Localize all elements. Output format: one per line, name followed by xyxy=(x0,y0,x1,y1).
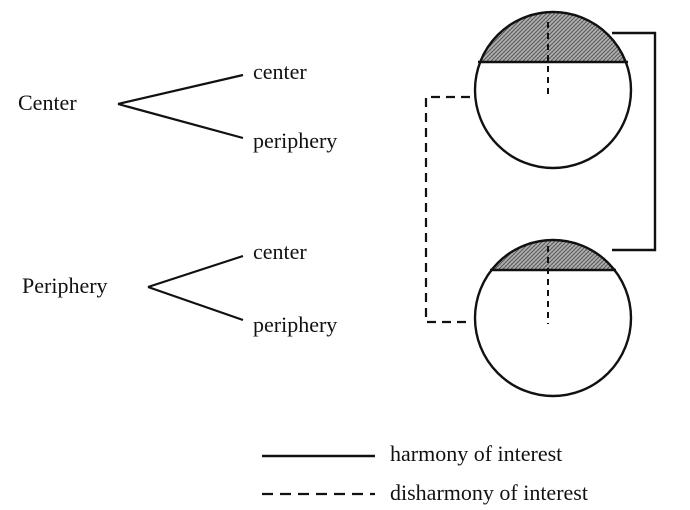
bottom-circle-group xyxy=(473,238,633,398)
top-circle xyxy=(473,10,633,170)
branch-line-center-upper xyxy=(117,73,244,106)
legend-harmony-label: harmony of interest xyxy=(390,441,562,466)
disharmony-connector xyxy=(424,95,470,324)
legend-disharmony-label: disharmony of interest xyxy=(390,480,588,505)
top-circle-group xyxy=(473,10,633,170)
bottom-circle xyxy=(473,238,633,398)
legend: harmony of interest disharmony of intere… xyxy=(262,441,588,505)
label-center: Center xyxy=(18,90,77,115)
top-circle-hatched-cap xyxy=(475,12,631,62)
label-bottom-periphery: periphery xyxy=(253,312,337,337)
harmony-connector xyxy=(612,31,657,252)
label-periphery: Periphery xyxy=(22,273,108,298)
branch-line-center-lower xyxy=(117,102,244,140)
label-bottom-center: center xyxy=(253,239,307,264)
label-top-periphery: periphery xyxy=(253,128,337,153)
branch-line-periphery-upper xyxy=(147,254,244,289)
branch-line-periphery-lower xyxy=(147,285,244,322)
label-top-center: center xyxy=(253,59,307,84)
